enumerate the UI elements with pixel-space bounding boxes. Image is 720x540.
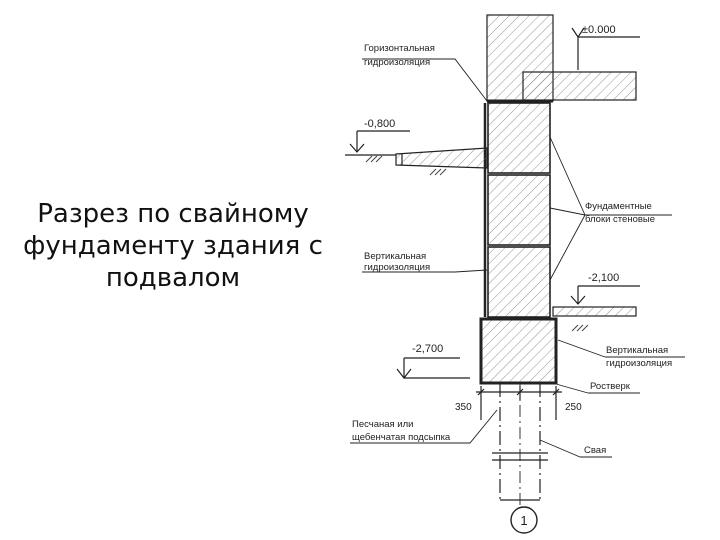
soil-marks xyxy=(365,155,589,332)
blind-area xyxy=(395,147,488,169)
level-ground-label: -0,800 xyxy=(364,118,395,130)
leader-lines xyxy=(350,58,685,458)
vertical-waterproofing-right-label-1: Вертикальная xyxy=(606,345,668,356)
axis-mark-label: 1 xyxy=(520,513,527,528)
foundation-blocks-label-2: блоки стеновые xyxy=(585,214,655,225)
foundation-block-3 xyxy=(487,246,551,318)
dimension-left-label: 350 xyxy=(455,402,472,413)
level-marker-grillage xyxy=(396,357,470,379)
level-marker-basement xyxy=(570,285,640,305)
horizontal-waterproofing-label-2: гидроизоляция xyxy=(364,57,430,68)
vertical-waterproofing-left-label-2: гидроизоляция xyxy=(364,262,430,273)
level-marker-floor xyxy=(571,27,640,70)
bedding-label-2: щебенчатая подсыпка xyxy=(352,432,451,443)
foundation-block-2 xyxy=(487,174,551,246)
level-marker-ground xyxy=(349,130,410,153)
slide-title-line-3: подвалом xyxy=(105,263,241,293)
slide-title: Разрез по свайному фундаменту здания с п… xyxy=(18,198,328,294)
grillage xyxy=(479,317,558,385)
level-basement-label: -2,100 xyxy=(588,272,619,284)
foundation-block-1 xyxy=(487,102,551,174)
basement-floor xyxy=(552,306,637,317)
foundation-blocks-label-1: Фундаментные xyxy=(585,201,652,212)
axis-circle xyxy=(510,506,538,534)
level-grillage-label: -2,700 xyxy=(412,343,443,355)
grillage-label: Ростверк xyxy=(590,381,631,392)
horizontal-waterproofing-label-1: Горизонтальная xyxy=(364,43,435,54)
dimension-right-label: 250 xyxy=(565,402,582,413)
bedding-label-1: Песчаная или xyxy=(352,419,413,430)
pile-label: Свая xyxy=(584,445,606,456)
vertical-waterproofing-right-label-2: гидроизоляция xyxy=(606,358,672,369)
level-floor-label: ±0.000 xyxy=(582,24,616,36)
slide-title-line-1: Разрез по свайному xyxy=(37,199,309,229)
vertical-waterproofing-left-label-1: Вертикальная xyxy=(364,251,426,262)
floor-slab xyxy=(522,71,637,101)
slide-title-line-2: фундаменту здания с xyxy=(23,231,323,261)
